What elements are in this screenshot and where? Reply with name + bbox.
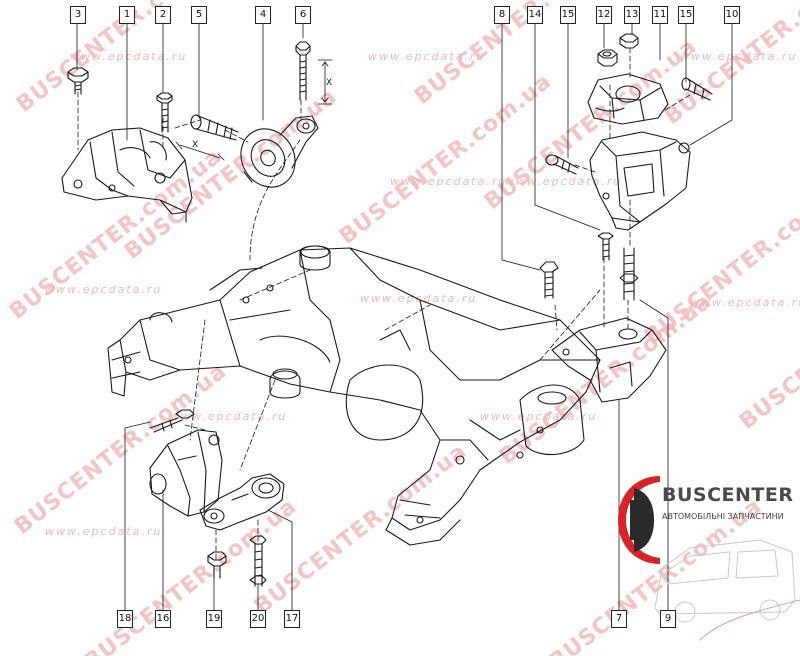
watermark-epcdata: www.epcdata.ru xyxy=(680,50,798,63)
callout-6[interactable]: 6 xyxy=(295,6,311,24)
part-15-bolt-left xyxy=(545,154,579,175)
logo-tagline: АВТОМОБІЛЬНІ ЗАПЧАСТИНИ xyxy=(662,512,784,521)
watermark-epcdata: www.epcdata.ru xyxy=(170,410,288,423)
dimension-marker xyxy=(175,59,333,161)
dimension-label-vertical: X xyxy=(326,78,333,88)
part-16-lower-mount xyxy=(149,429,223,517)
callout-18[interactable]: 18 xyxy=(117,610,133,628)
watermark-epcdata: www.epcdata.ru xyxy=(45,525,163,538)
callout-8[interactable]: 8 xyxy=(494,6,510,24)
callout-20[interactable]: 20 xyxy=(250,610,266,628)
part-4-torque-rod xyxy=(240,115,319,188)
callout-9[interactable]: 9 xyxy=(660,610,676,628)
part-6-bolt xyxy=(295,41,311,101)
part-14-bolt xyxy=(597,232,614,261)
callout-2[interactable]: 2 xyxy=(155,6,171,24)
callout-16[interactable]: 16 xyxy=(155,610,171,628)
callout-1[interactable]: 1 xyxy=(119,6,135,24)
watermark-epcdata: www.epcdata.ru xyxy=(368,50,486,63)
callout-13[interactable]: 13 xyxy=(624,6,640,24)
callout-4[interactable]: 4 xyxy=(255,6,271,24)
watermark-epcdata: www.epcdata.ru xyxy=(690,296,800,309)
callout-5[interactable]: 5 xyxy=(191,6,207,24)
part-7-gearbox-support xyxy=(551,317,667,403)
part-12-nut xyxy=(597,49,618,67)
part-17-lower-torque-rod xyxy=(199,473,285,531)
watermark-epcdata: www.epcdata.ru xyxy=(70,50,188,63)
part-20-bolt xyxy=(249,535,267,587)
part-3-bolt xyxy=(67,67,89,95)
dimension-label-horizontal: X xyxy=(192,140,199,150)
callout-7[interactable]: 7 xyxy=(611,610,627,628)
part-9-stud xyxy=(619,247,639,301)
callout-3[interactable]: 3 xyxy=(70,6,86,24)
leader-lines xyxy=(76,22,733,611)
callout-12[interactable]: 12 xyxy=(596,6,612,24)
callout-17[interactable]: 17 xyxy=(284,610,300,628)
watermark-epcdata: www.epcdata.ru xyxy=(390,175,508,188)
part-13-nut xyxy=(619,33,639,49)
buscenter-logo: BUSCENTER АВТОМОБІЛЬНІ ЗАПЧАСТИНИ xyxy=(662,484,794,521)
callout-15[interactable]: 15 xyxy=(560,6,576,24)
part-2-bolt xyxy=(156,92,173,133)
part-1-engine-mount xyxy=(61,127,193,223)
assembly-guides xyxy=(77,47,691,561)
buscenter-logo-mark xyxy=(618,476,660,564)
van-illustration xyxy=(654,539,800,641)
callout-10[interactable]: 10 xyxy=(724,6,740,24)
part-18-bolt xyxy=(149,409,195,433)
part-19-bolt xyxy=(207,551,227,579)
part-8-bolt xyxy=(539,261,559,299)
part-5-bolt xyxy=(190,114,239,141)
watermark-epcdata: www.epcdata.ru xyxy=(505,175,623,188)
callout-19[interactable]: 19 xyxy=(206,610,222,628)
part-11-mount-block xyxy=(587,73,669,125)
front-subframe xyxy=(107,245,601,546)
callout-15[interactable]: 15 xyxy=(678,6,694,24)
part-15-bolt-right xyxy=(681,77,713,101)
watermark-epcdata: www.epcdata.ru xyxy=(45,283,163,296)
callout-11[interactable]: 11 xyxy=(652,6,668,24)
logo-name: BUSCENTER xyxy=(662,484,794,506)
part-10-gearbox-bracket xyxy=(589,131,691,231)
callout-14[interactable]: 14 xyxy=(527,6,543,24)
